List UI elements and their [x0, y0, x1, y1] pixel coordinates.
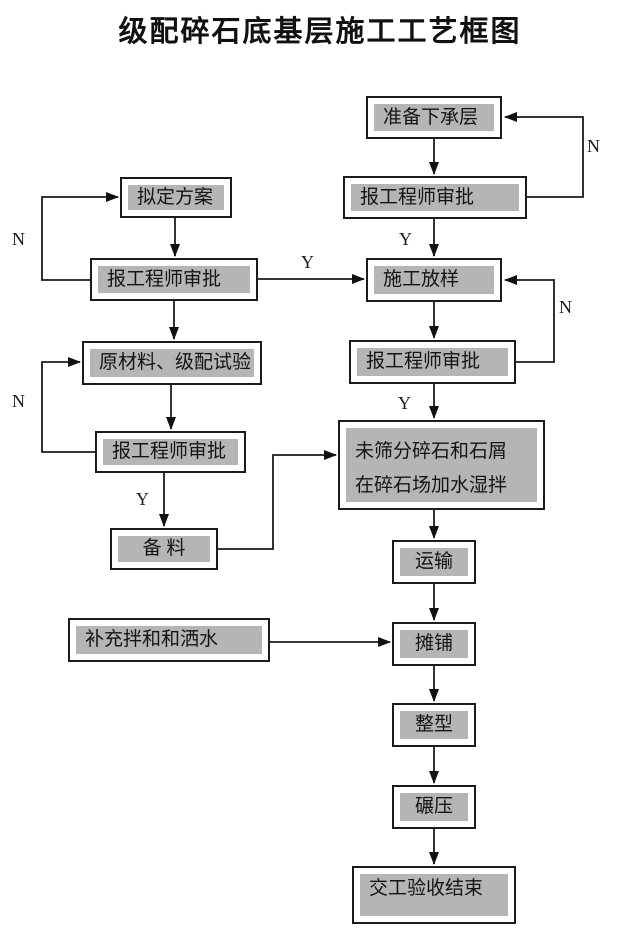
node-label: 备 料: [142, 538, 186, 560]
page-title: 级配碎石底基层施工工艺框图: [118, 16, 522, 48]
node-materials-gradation-test: 原材料、级配试验: [82, 341, 262, 385]
node-label: 报工程师审批: [112, 441, 227, 463]
node-mixing: 未筛分碎石和石屑 在碎石场加水湿拌: [338, 420, 545, 510]
node-label: 碾压: [414, 796, 453, 818]
node-label-line2: 在碎石场加水湿拌: [355, 475, 508, 497]
arrow-material-prep-to-mixing: [218, 450, 337, 550]
edge-label-yes-approval-r1: Y: [399, 229, 412, 249]
node-transport: 运输: [392, 540, 476, 584]
node-rolling: 碾压: [392, 785, 476, 829]
node-label-line1: 未筛分碎石和石屑: [355, 441, 508, 462]
node-draft-plan: 拟定方案: [120, 177, 232, 218]
edge-label-no-loop-prepare: N: [587, 136, 600, 156]
arrow-n-loop-approval-r2-to-setting-out: [504, 275, 555, 363]
node-label: 报工程师审批: [360, 186, 475, 208]
node-label: 拟定方案: [137, 186, 214, 208]
node-paving: 摊铺: [392, 622, 476, 666]
edge-label-yes-approval-l2: Y: [136, 489, 149, 509]
node-prepare-sublayer: 准备下承层: [366, 96, 502, 139]
node-label: 原材料、级配试验: [99, 352, 252, 374]
node-label: 摊铺: [414, 633, 453, 655]
node-label: 报工程师审批: [107, 268, 222, 290]
node-label: 整型: [414, 714, 453, 736]
arrow-n-loop-approval-l1-to-draft-plan: [41, 192, 119, 281]
node-label: 施工放样: [383, 269, 460, 291]
edge-label-no-loop-materials-test: N: [12, 391, 25, 411]
node-material-preparation: 备 料: [110, 528, 218, 570]
node-supplementary-mixing-watering: 补充拌和和洒水: [68, 618, 270, 662]
node-label: 报工程师审批: [366, 351, 481, 373]
node-label: 准备下承层: [383, 106, 479, 128]
node-approval-engineer-r1: 报工程师审批: [343, 176, 527, 219]
node-approval-engineer-l2: 报工程师审批: [95, 431, 246, 473]
node-approval-engineer-l1: 报工程师审批: [90, 258, 258, 301]
arrow-n-loop-approval-r1-to-prepare: [504, 112, 584, 198]
node-label: 交工验收结束: [369, 878, 484, 899]
node-label: 运输: [414, 551, 453, 573]
node-setting-out: 施工放样: [366, 258, 502, 302]
node-label: 补充拌和和洒水: [85, 629, 219, 651]
edge-label-no-loop-draft-plan: N: [12, 229, 25, 249]
node-shaping: 整型: [392, 703, 476, 747]
node-acceptance-end: 交工验收结束: [352, 866, 516, 924]
node-approval-engineer-r2: 报工程师审批: [349, 340, 516, 384]
edge-label-yes-approval-r2: Y: [398, 393, 411, 413]
edge-label-yes-approval-l1: Y: [301, 252, 314, 272]
arrow-n-loop-approval-l2-to-materials-test: [41, 357, 95, 453]
edge-label-no-loop-setting-out: N: [559, 297, 572, 317]
